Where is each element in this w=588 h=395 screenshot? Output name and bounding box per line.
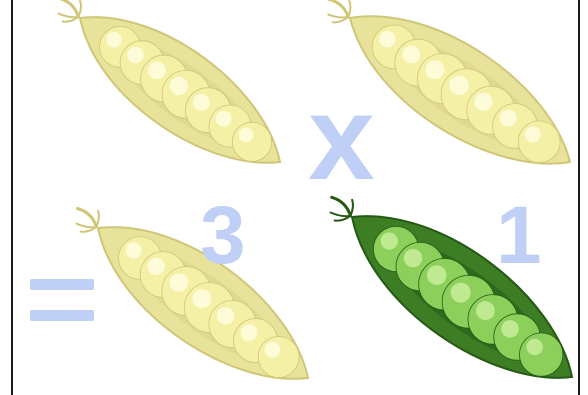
pea-highlight [404, 249, 422, 267]
pod-sepal [59, 14, 79, 18]
pea-highlight [402, 46, 420, 64]
pea-highlight [170, 77, 188, 95]
pea-pod-top-left [30, 2, 290, 182]
pea-highlight [426, 60, 445, 79]
pod-stem [78, 209, 97, 227]
pea-highlight [381, 233, 398, 250]
multiplication-sign: x [308, 78, 375, 198]
pea-highlight [106, 32, 122, 48]
pod-sepal [96, 211, 99, 227]
pea-highlight [239, 128, 254, 143]
pea-highlight [126, 242, 142, 258]
pea [518, 121, 560, 163]
pea-highlight [475, 93, 493, 111]
pod-top-left-drawing [30, 2, 290, 182]
pea-highlight [148, 61, 166, 79]
pea-highlight [449, 76, 468, 95]
pea-highlight [265, 342, 281, 358]
pea-highlight [148, 258, 165, 275]
number-one: 1 [496, 195, 542, 277]
pea [232, 122, 271, 161]
equals-bar-bottom [30, 310, 94, 321]
pea-highlight [216, 307, 234, 325]
pod-sepal [77, 224, 97, 228]
pea-highlight [216, 111, 232, 127]
equals-sign-icon [30, 279, 94, 321]
equals-bar-top [30, 279, 94, 290]
pea-highlight [127, 47, 144, 64]
pea-highlight [241, 324, 258, 341]
pod-stem [329, 0, 349, 17]
pea-highlight [525, 127, 541, 143]
pea-highlight [379, 31, 396, 48]
pea [520, 333, 563, 376]
pea [258, 337, 299, 378]
pea-highlight [193, 94, 210, 111]
pea-highlight [192, 289, 211, 308]
pod-sepal [348, 1, 350, 17]
pod-sepal [78, 1, 81, 17]
pod-bottom-right-drawing [322, 205, 582, 393]
pea-highlight [451, 283, 471, 303]
pea-highlight [527, 339, 543, 355]
pea-highlight [500, 110, 517, 127]
pea-highlight [476, 301, 495, 320]
pod-sepal [331, 213, 351, 217]
pea-highlight [427, 265, 447, 285]
pod-sepal [328, 15, 348, 18]
pea-pod-bottom-right [322, 205, 582, 393]
pea-highlight [501, 320, 519, 338]
number-three: 3 [200, 195, 246, 277]
pea-highlight [170, 273, 189, 292]
left-border-line [11, 0, 13, 395]
